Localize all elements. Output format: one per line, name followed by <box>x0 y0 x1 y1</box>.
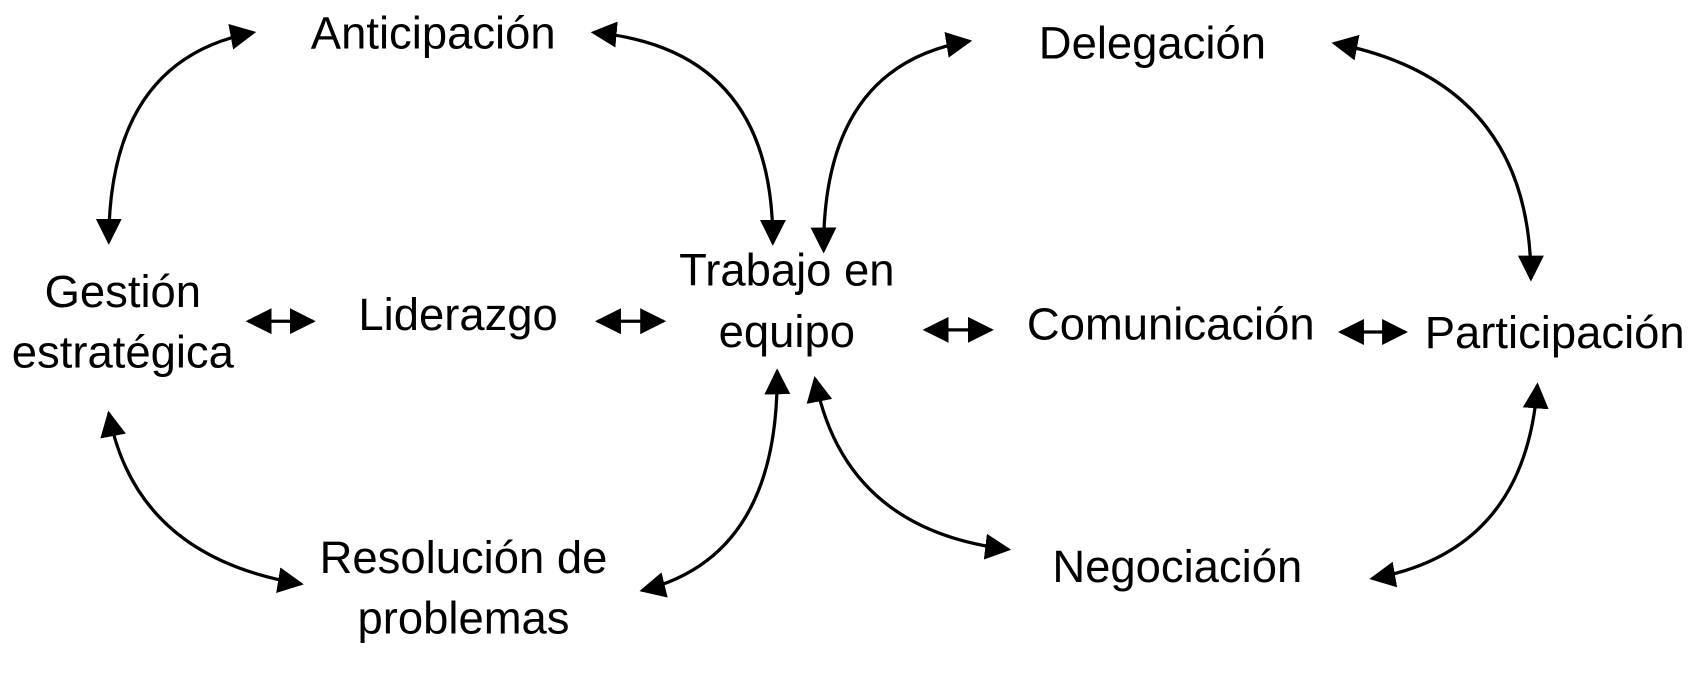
node-resolucion-line2: problemas <box>357 593 569 644</box>
arrow-anticipacion-trabajo <box>590 21 786 246</box>
node-negociacion: Negociación <box>1052 541 1302 592</box>
node-participacion: Participación <box>1425 307 1685 358</box>
node-trabajo-line1: Trabajo en <box>679 245 894 296</box>
arrow-delegacion-trabajo <box>810 32 973 254</box>
node-resolucion-line1: Resolución de <box>320 532 608 583</box>
node-labels: Anticipación Delegación Gestión estratég… <box>12 8 1685 644</box>
arrow-participacion-negociacion <box>1369 382 1549 588</box>
node-anticipacion: Anticipación <box>311 8 556 59</box>
node-delegacion: Delegación <box>1039 17 1266 68</box>
arrow-anticipacion-gestion <box>95 23 257 245</box>
node-liderazgo: Liderazgo <box>358 289 557 340</box>
arrow-trabajo-negociacion <box>806 375 1012 560</box>
node-gestion-line1: Gestión <box>45 266 201 317</box>
node-gestion-line2: estratégica <box>12 327 235 378</box>
curved-arrows <box>95 21 1549 598</box>
arrow-gestion-resolucion <box>100 410 304 594</box>
node-trabajo-line2: equipo <box>719 306 855 357</box>
arrow-delegacion-participacion <box>1331 34 1544 282</box>
straight-arrows <box>245 308 1409 345</box>
arrow-trabajo-resolucion <box>639 368 791 598</box>
node-comunicacion: Comunicación <box>1027 299 1315 350</box>
